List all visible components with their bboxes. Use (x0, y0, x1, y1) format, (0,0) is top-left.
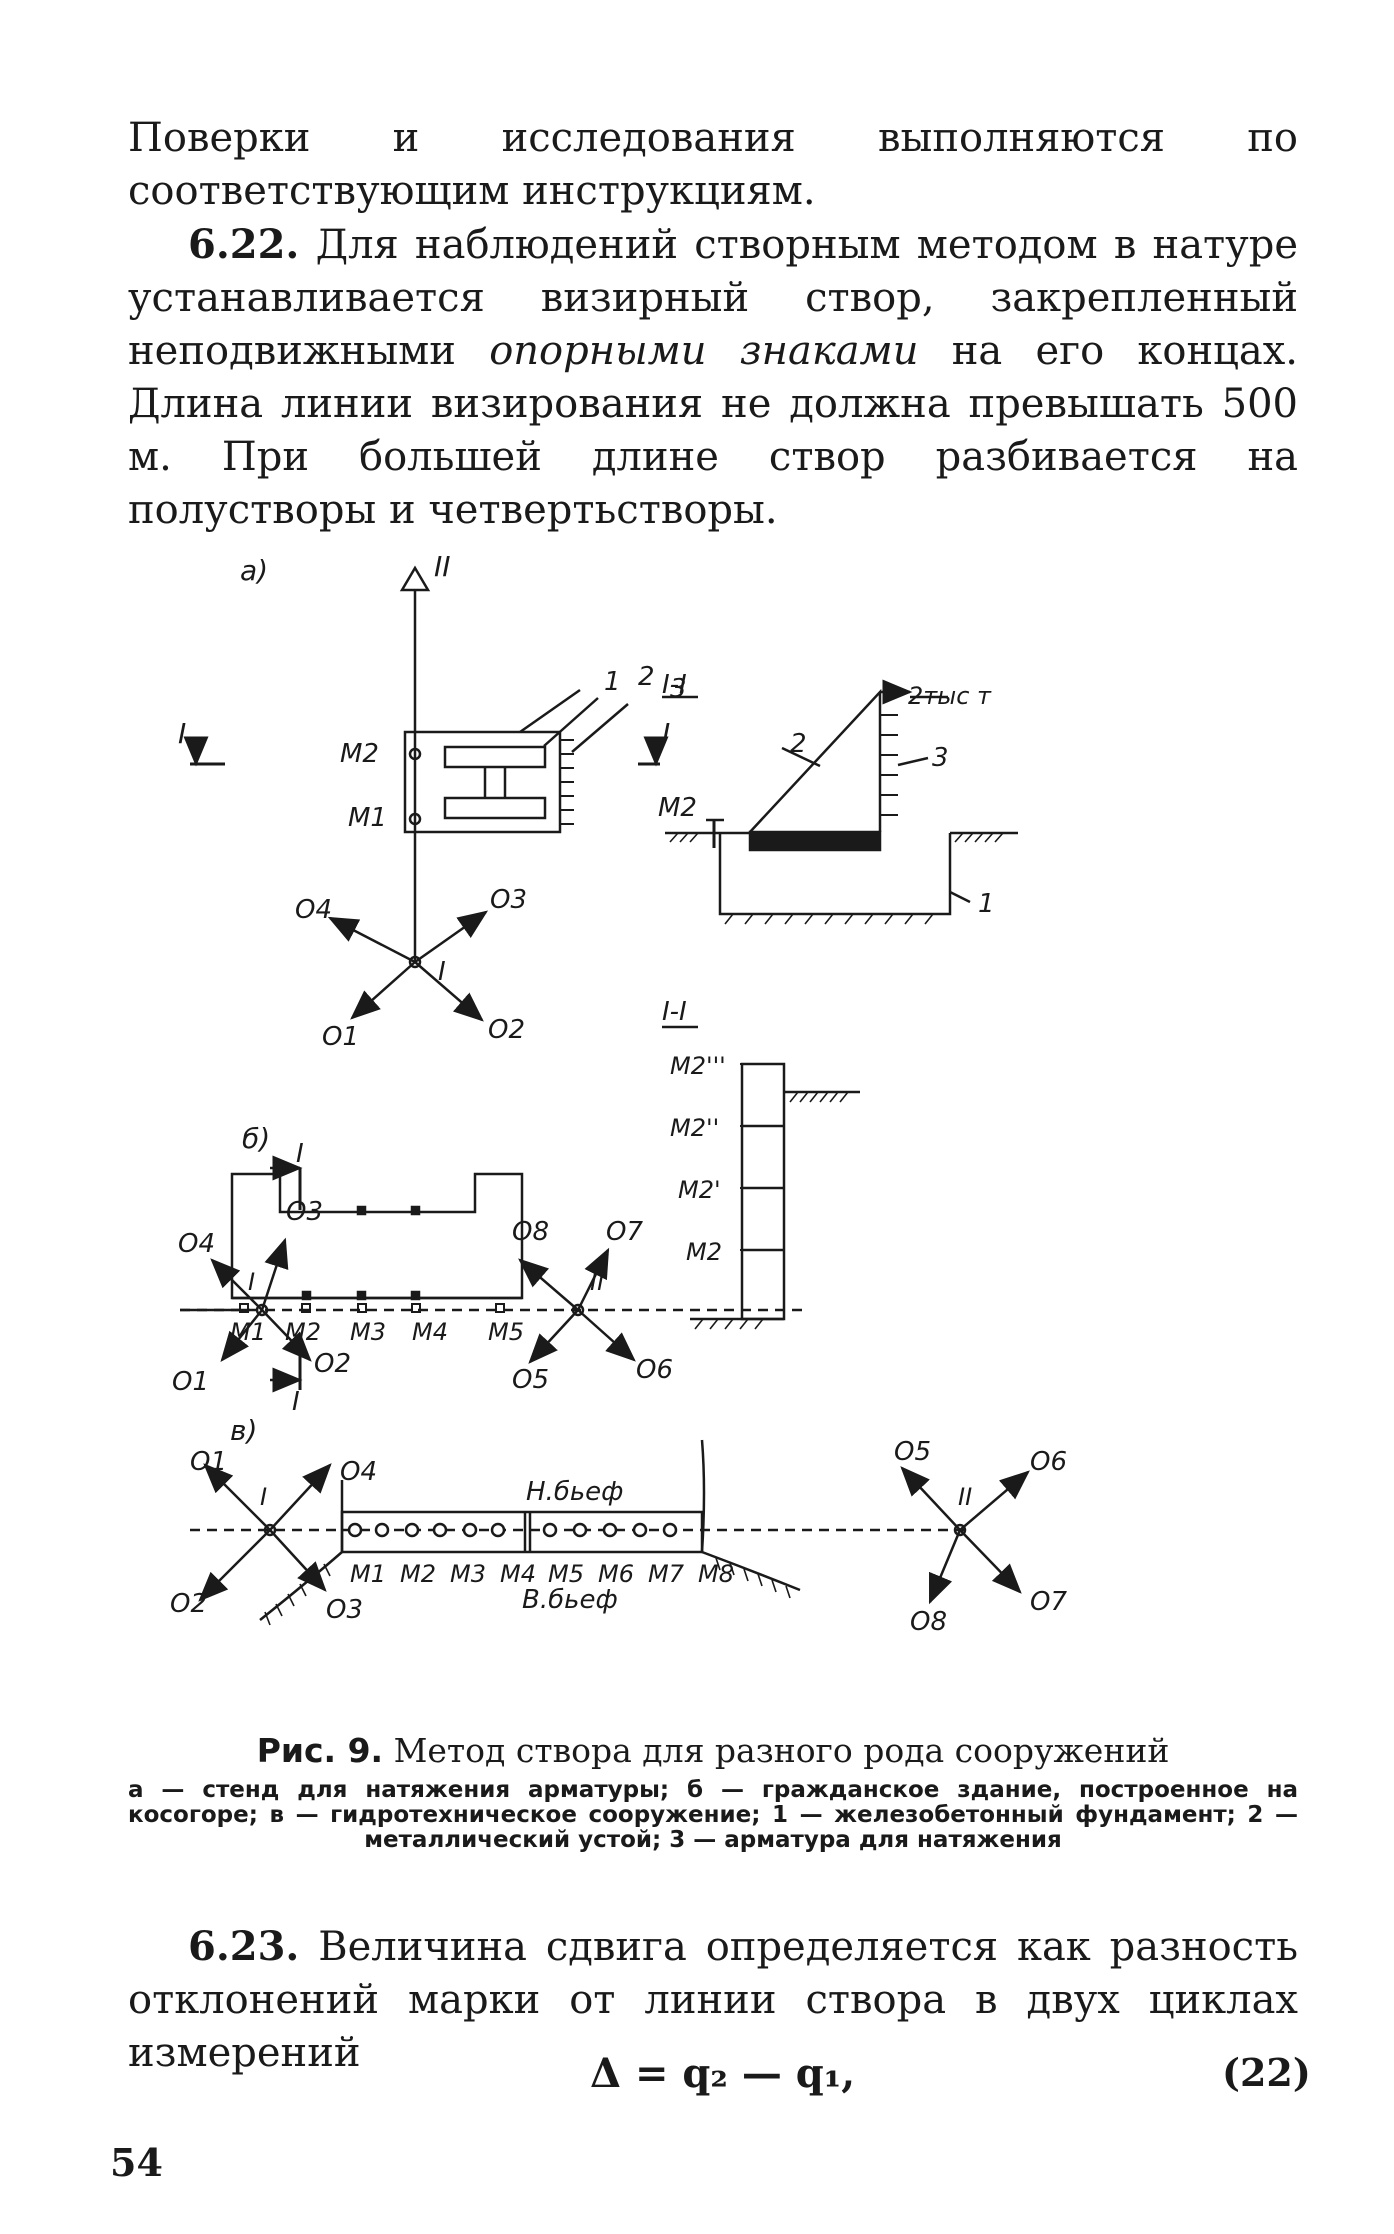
label-c-station-1: I (260, 1483, 267, 1511)
formula-22: Δ = q₂ — q₁, (590, 2050, 856, 2097)
section-number: 6.22. (188, 221, 300, 268)
label-a-m2: M2 (340, 739, 379, 769)
label-north: II (434, 550, 451, 583)
label-s2-m2-1: M2' (678, 1176, 721, 1204)
part-a (183, 565, 669, 1022)
label-b-m5: M5 (488, 1318, 524, 1346)
label-c-upstream: Н.бьеф (526, 1477, 623, 1507)
label-a-3: 3 (670, 674, 687, 704)
paragraph-text-a: Для наблюдений створным методом в натуре… (128, 222, 1298, 374)
caption-title-text: Метод створа для разного рода сооружений (383, 1731, 1170, 1770)
label-c-station-2: II (958, 1483, 972, 1511)
label-a-o1: O1 (322, 1022, 359, 1052)
section-middle-right (662, 1025, 860, 1330)
label-b-o7: O7 (606, 1217, 643, 1247)
label-b-o3: O3 (286, 1197, 323, 1227)
label-b-o4: O4 (178, 1229, 215, 1259)
label-c-m5: M5 (548, 1560, 584, 1588)
label-a-station: I (438, 957, 446, 987)
paragraph-intro: Поверки и исследования выполняются по со… (128, 112, 1298, 218)
paragraph-6-22-body: 6.22. Для наблюдений створным методом в … (128, 218, 1298, 537)
section-number-2: 6.23. (188, 1923, 300, 1970)
figure-labels: а) II I I M2 M1 1 2 3 I O4 O3 O1 O2 2тыс… (170, 550, 1067, 1637)
label-c-m6: M6 (598, 1560, 634, 1588)
caption-title: Рис. 9. Метод створа для разного рода со… (128, 1730, 1298, 1772)
label-b-section-bottom: I (292, 1387, 300, 1417)
label-load: 2тыс т (908, 682, 992, 710)
label-a-1: 1 (604, 667, 621, 697)
label-c-downstream: В.бьеф (522, 1585, 618, 1615)
figure-9: а) II I I M2 M1 1 2 3 I O4 O3 O1 O2 2тыс… (150, 540, 1270, 1710)
label-a-o3: O3 (490, 885, 527, 915)
section-top-right (662, 679, 1018, 925)
label-b-m1: M1 (230, 1318, 266, 1346)
label-a-m1: M1 (348, 803, 387, 833)
caption-prefix: Рис. 9. (256, 1731, 384, 1770)
label-b-o8: O8 (512, 1217, 549, 1247)
part-b (180, 1155, 805, 1393)
label-b: б) (242, 1122, 270, 1155)
label-c-m8: M8 (698, 1560, 734, 1588)
paragraph-intro-text: Поверки и исследования выполняются по со… (128, 115, 1298, 214)
label-section-right: I (662, 717, 670, 750)
label-b-o1: O1 (172, 1367, 209, 1397)
label-c-m2: M2 (400, 1560, 436, 1588)
label-s1-m2: M2 (658, 793, 697, 823)
label-s2-m2-3: M2''' (670, 1052, 726, 1080)
paragraph-text-b: на его концах. Длина линии визирования н… (128, 328, 1298, 533)
paragraph-6-22: 6.22. Для наблюдений створным методом в … (128, 218, 1298, 537)
label-c-o1: O1 (190, 1447, 227, 1477)
label-c-o3: O3 (326, 1595, 363, 1625)
label-c-m1: M1 (350, 1560, 386, 1588)
label-s2-m2: M2 (686, 1238, 722, 1266)
figure-caption: Рис. 9. Метод створа для разного рода со… (128, 1730, 1298, 1853)
caption-legend: а — стенд для натяжения арматуры; б — гр… (128, 1777, 1298, 1853)
label-s1-1: 1 (978, 889, 995, 919)
figure-drawing: а) II I I M2 M1 1 2 3 I O4 O3 O1 O2 2тыс… (170, 550, 1067, 1637)
label-c-m7: M7 (648, 1560, 685, 1588)
label-b-station-2: II (590, 1268, 604, 1296)
label-b-o2: O2 (314, 1349, 351, 1379)
paragraph-italic-term: опорными знаками (489, 328, 919, 374)
label-a-2: 2 (638, 662, 655, 692)
page-number: 54 (110, 2140, 163, 2185)
label-b-o6: O6 (636, 1355, 673, 1385)
label-section-left: I (178, 717, 186, 750)
label-c-o2: O2 (170, 1589, 207, 1619)
label-c-o4: O4 (340, 1457, 377, 1487)
label-c-o8: O8 (910, 1607, 947, 1637)
label-section2-title: I-I (662, 997, 687, 1027)
label-a-o2: O2 (488, 1015, 525, 1045)
label-b-m3: M3 (350, 1318, 386, 1346)
paragraph-6-23: 6.23. Величина сдвига определяется как р… (128, 1920, 1298, 2080)
label-b-station-1: I (248, 1268, 255, 1296)
label-c-m4: M4 (500, 1560, 536, 1588)
label-b-o5: O5 (512, 1365, 549, 1395)
label-s2-m2-2: M2'' (670, 1114, 719, 1142)
paragraph-6-23-body: 6.23. Величина сдвига определяется как р… (128, 1920, 1298, 2080)
part-c (190, 1439, 1030, 1626)
label-c-o6: O6 (1030, 1447, 1067, 1477)
label-b-m4: M4 (412, 1318, 448, 1346)
label-b-m2: M2 (285, 1318, 321, 1346)
label-section1-title: I-I (662, 670, 687, 700)
label-c-o7: O7 (1030, 1587, 1067, 1617)
paragraph-6-23-text: Величина сдвига определяется как разност… (128, 1924, 1298, 2076)
label-c-m3: M3 (450, 1560, 486, 1588)
label-b-section-top: I (296, 1139, 304, 1169)
label-s1-3: 3 (932, 743, 949, 773)
label-c: в) (230, 1414, 257, 1447)
label-a-o4: O4 (295, 895, 332, 925)
formula-number: (22) (1222, 2050, 1311, 2095)
label-a: а) (240, 554, 268, 587)
label-c-o5: O5 (894, 1437, 931, 1467)
label-s1-2: 2 (790, 729, 807, 759)
